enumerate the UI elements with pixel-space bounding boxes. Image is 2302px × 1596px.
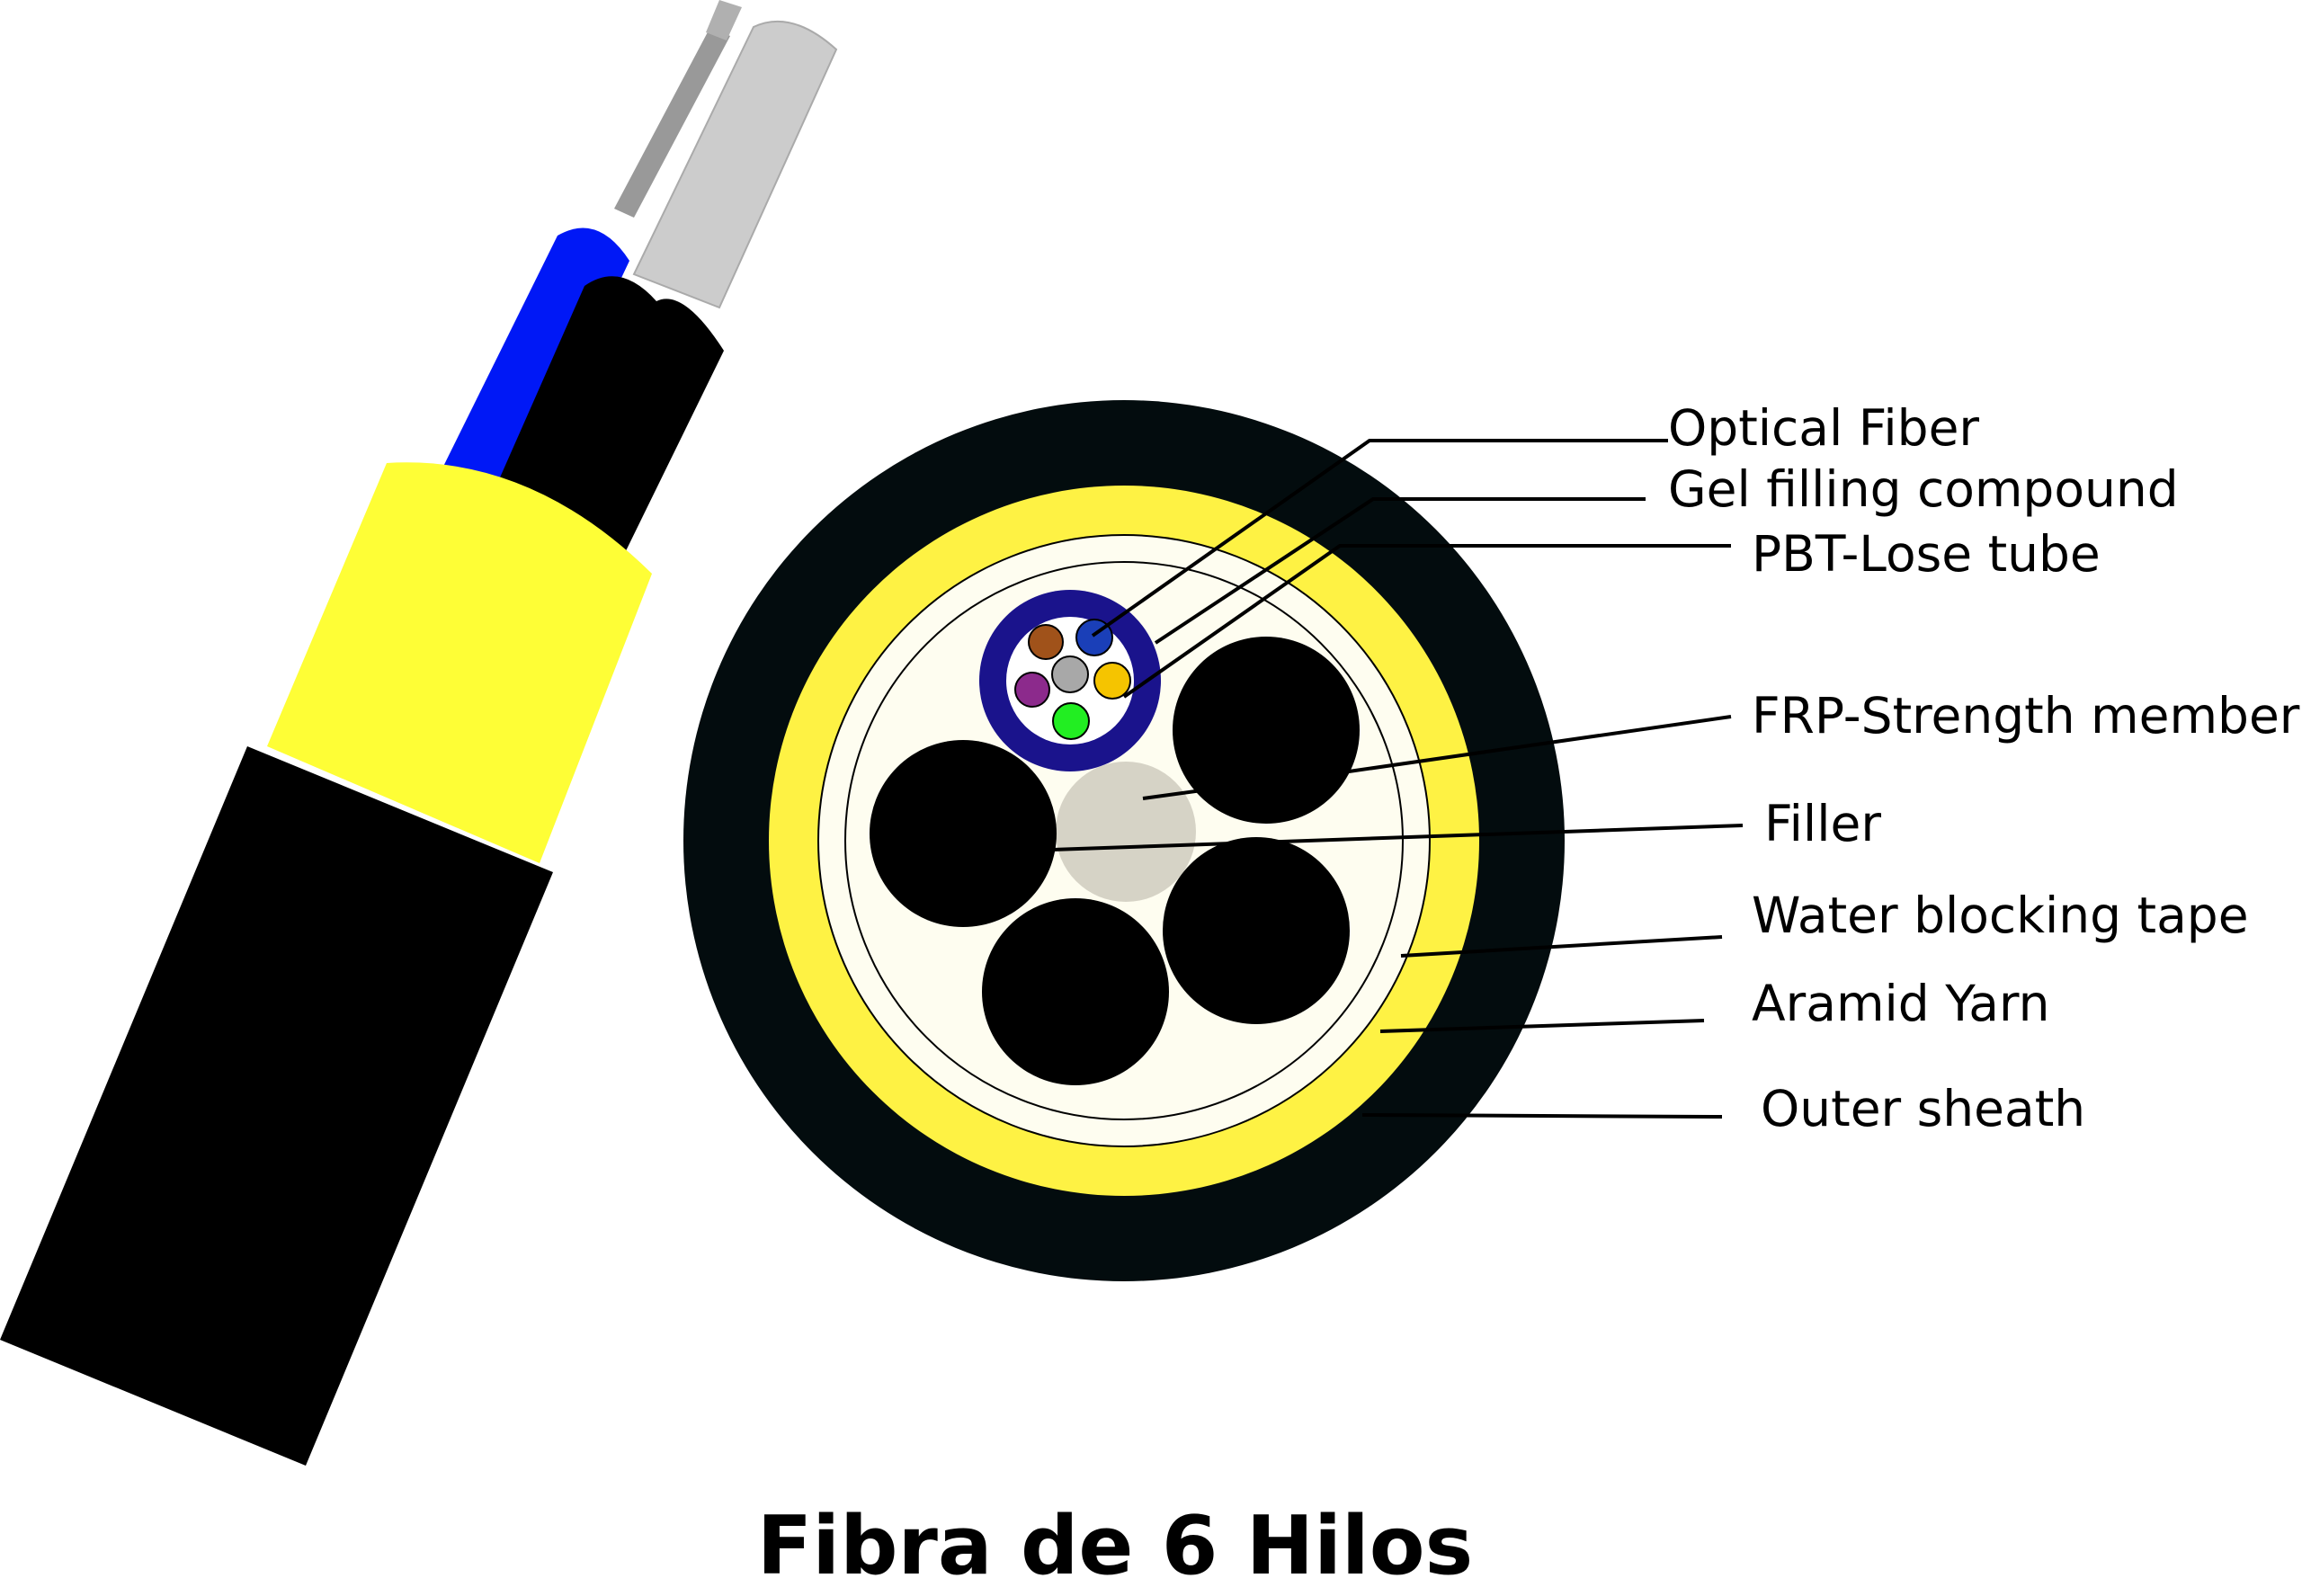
black-strand <box>477 276 724 562</box>
leader-frp-member <box>1348 715 1732 773</box>
label-outer-sheath: Outer sheath <box>1761 1080 2085 1137</box>
strength-member <box>982 898 1169 1085</box>
optical-fiber-purple <box>1014 672 1050 708</box>
labels: Optical Fiber Gel filling compound PBT-L… <box>1668 399 2300 1137</box>
label-optical-fiber: Optical Fiber <box>1668 399 1979 457</box>
diagram-title: Fibra de 6 Hilos <box>757 1499 1473 1593</box>
leader-water-tape <box>1400 935 1723 958</box>
yellow-jacket <box>267 462 652 863</box>
gray-wire-tip <box>706 0 742 40</box>
leader-aramid-yarn <box>1379 1019 1705 1033</box>
leader-filler-line <box>1051 824 1744 851</box>
cable-cross-section <box>683 400 1565 1281</box>
strength-member <box>1173 637 1360 824</box>
strength-member <box>870 740 1057 927</box>
light-gray-rod <box>632 20 838 309</box>
leader-outer-sheath <box>1361 1113 1723 1119</box>
leader-gel-filling <box>1154 497 1646 645</box>
label-filler: Filler <box>1764 795 1881 852</box>
leader-pbt-tube <box>1122 544 1731 699</box>
leader-lines <box>1051 439 1744 1119</box>
cable-side-view <box>0 0 838 1466</box>
optical-fibers <box>1014 619 1131 740</box>
optical-fiber-yellow <box>1093 662 1131 700</box>
label-frp-member: FRP-Strength member <box>1752 687 2300 745</box>
label-pbt-tube: PBT-Lose tube <box>1752 525 2101 583</box>
blue-strand <box>432 227 629 500</box>
gray-wire <box>614 27 730 218</box>
leader-filler <box>1142 770 1341 800</box>
optical-fiber-green <box>1052 702 1090 740</box>
label-water-tape: Water blocking tape <box>1752 887 2249 944</box>
filler <box>1056 762 1196 902</box>
leader-optical-fiber <box>1091 439 1668 638</box>
black-outer-sheath <box>0 746 553 1466</box>
strength-member <box>1163 837 1350 1024</box>
label-aramid-yarn: Aramid Yarn <box>1752 975 2049 1032</box>
optical-fiber-gray <box>1051 655 1089 693</box>
optical-fiber-brown <box>1028 624 1064 660</box>
label-gel-filling: Gel filling compound <box>1668 460 2179 518</box>
